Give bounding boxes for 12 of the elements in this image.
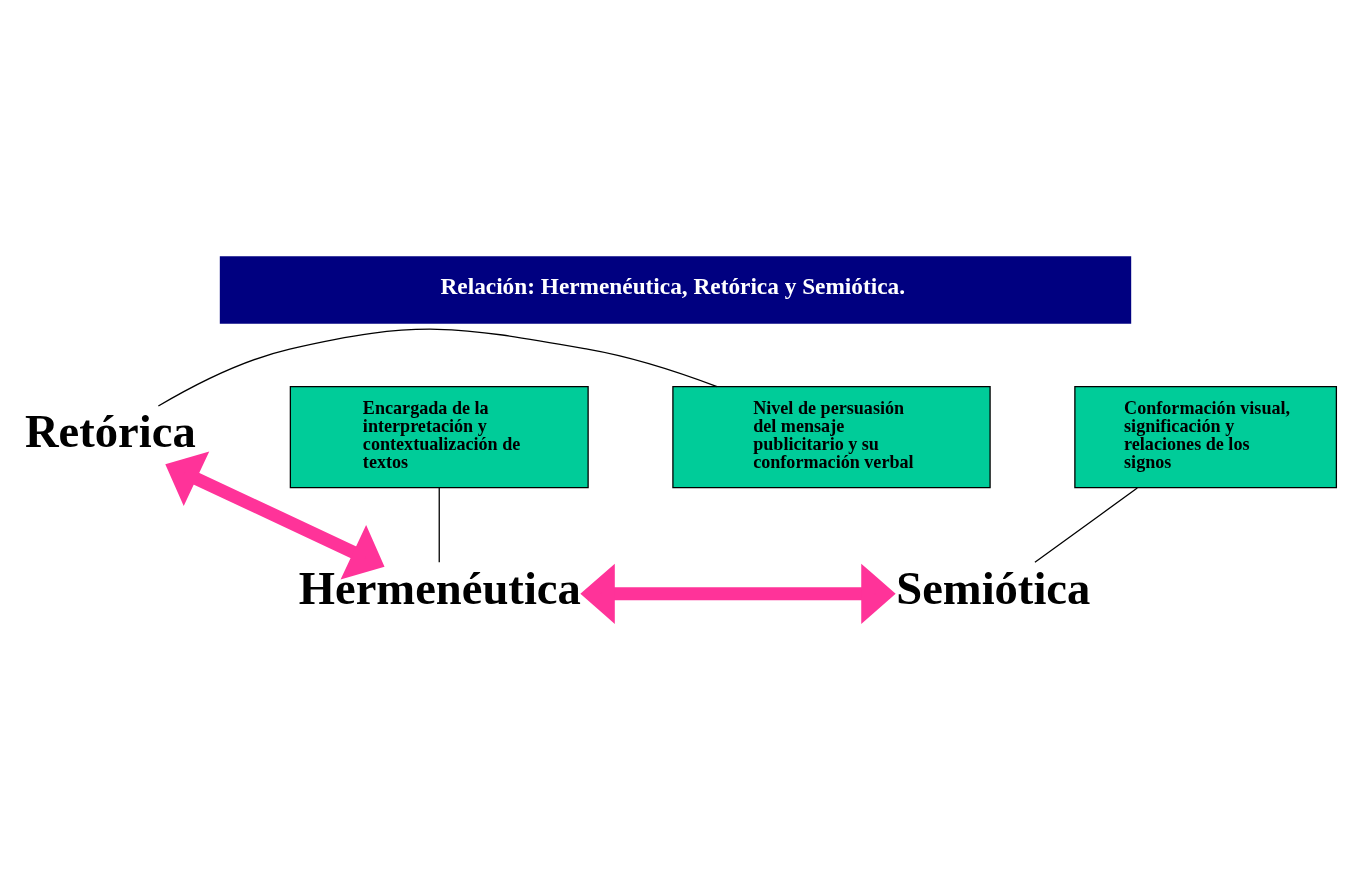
connector xyxy=(1034,487,1138,563)
arrow xyxy=(165,451,385,580)
connector xyxy=(438,487,440,563)
node-box: Encargada de la interpretación y contextualización de textos xyxy=(289,385,589,489)
node-box: Conformación visual, significación y relaciones de los signos xyxy=(1074,385,1338,489)
node-text: Retórica xyxy=(24,405,196,458)
node-box: Nivel de persuasión del mensaje publicitario y su conformación verbal xyxy=(672,385,991,489)
node-text: Semiótica xyxy=(896,561,1091,614)
connector xyxy=(157,328,718,407)
diagram-title: Relación: Hermenéutica, Retórica y Semiótica. xyxy=(440,273,906,300)
node-text: Hermenéutica xyxy=(298,561,581,614)
arrow xyxy=(580,563,896,624)
